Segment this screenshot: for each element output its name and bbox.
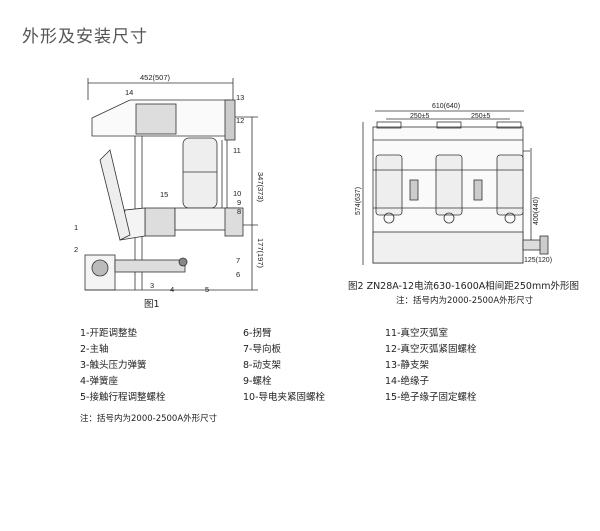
legend-item: 15-绝子缘子固定螺栓 <box>385 392 477 403</box>
legend-item: 10-导电夹紧固螺栓 <box>243 392 326 403</box>
section-title: 外形及安装尺寸 <box>22 27 148 47</box>
callout-13: 13 <box>236 93 244 102</box>
callout-5: 5 <box>205 285 209 294</box>
legend-note: 注：括号内为2000-2500A外形尺寸 <box>80 414 218 424</box>
legend-item: 13-静支架 <box>385 360 430 371</box>
legend-item: 9-螺栓 <box>243 376 272 387</box>
legend-item: 7-导向板 <box>243 344 281 355</box>
legend-item: 11-真空灭弧室 <box>385 328 449 339</box>
callout-14: 14 <box>125 88 133 97</box>
figure-1-caption: 图1 <box>144 299 160 310</box>
callout-4: 4 <box>170 285 174 294</box>
legend-item: 6-拐臂 <box>243 328 272 339</box>
legend-item: 5-接触行程调整螺栓 <box>80 392 166 403</box>
legend-item: 1-开距调整垫 <box>80 328 137 339</box>
dim-width: 452(507) <box>140 73 171 82</box>
legend-item: 2-主轴 <box>80 344 109 355</box>
callout-3: 3 <box>150 281 154 290</box>
legend-item: 4-弹簧座 <box>80 376 118 387</box>
dim-height-upper: 347(373) <box>256 172 265 203</box>
legend-column-1: 1-开距调整垫 2-主轴 3-触头压力弹簧 4-弹簧座 5-接触行程调整螺栓 <box>80 326 165 406</box>
figure-2-caption: 图2 ZN28A-12电流630-1600A相间距250mm外形图 <box>348 281 579 292</box>
callout-12: 12 <box>236 116 244 125</box>
figure-2-note: 注：括号内为2000-2500A外形尺寸 <box>396 296 534 306</box>
legend-item: 8-动支架 <box>243 360 281 371</box>
dim-height-lower: 177(197) <box>256 238 265 269</box>
legend-column-3: 11-真空灭弧室 12-真空灭弧紧固螺栓 13-静支架 14-绝缘子 15-绝子… <box>385 326 477 406</box>
legend-item: 3-触头压力弹簧 <box>80 360 147 371</box>
legend-item: 14-绝缘子 <box>385 376 430 387</box>
callout-7: 7 <box>236 256 240 265</box>
callout-10: 10 <box>233 189 241 198</box>
callout-11: 11 <box>233 146 241 155</box>
callout-9: 9 <box>237 198 241 207</box>
callout-15: 15 <box>160 190 168 199</box>
callout-6: 6 <box>236 270 240 279</box>
callout-1: 1 <box>74 223 78 232</box>
legend-item: 12-真空灭弧紧固螺栓 <box>385 344 477 355</box>
callout-2: 2 <box>74 245 78 254</box>
callout-8: 8 <box>237 207 241 216</box>
legend-column-2: 6-拐臂 7-导向板 8-动支架 9-螺栓 10-导电夹紧固螺栓 <box>243 326 325 406</box>
